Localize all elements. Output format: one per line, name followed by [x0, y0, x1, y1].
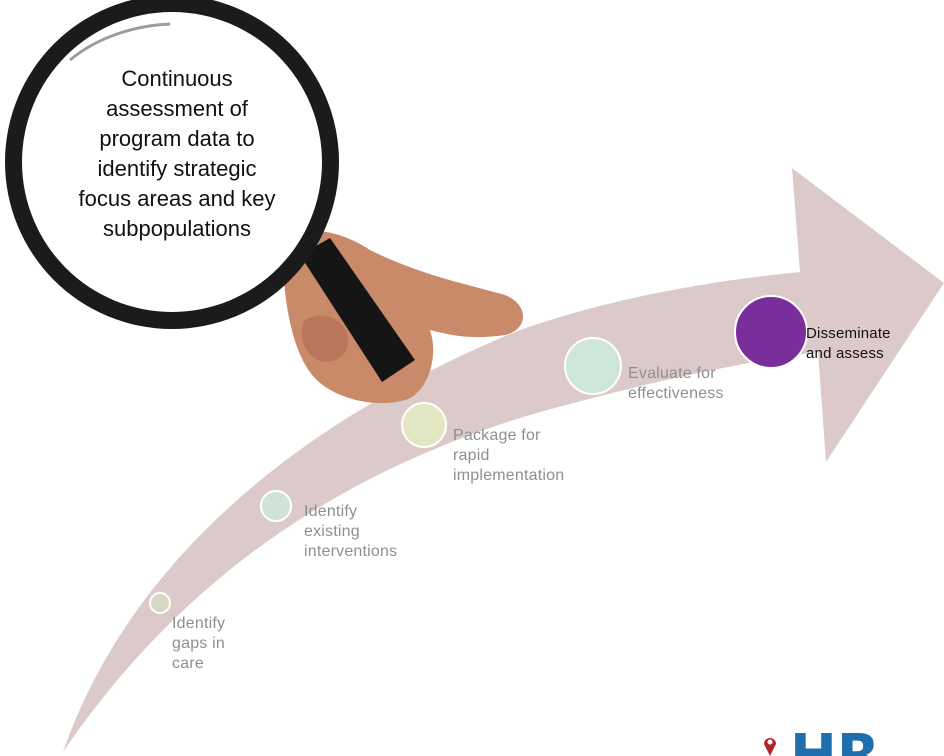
- step-circle-identify-interventions: [260, 490, 292, 522]
- step-circle-package: [401, 402, 447, 448]
- step-label-identify-gaps: Identify gaps in care: [172, 614, 225, 674]
- step-label-line: implementation: [453, 467, 565, 484]
- organization-logo: HR: [764, 723, 880, 756]
- step-circle-evaluate: [564, 337, 622, 395]
- map-pin-icon: [764, 738, 776, 756]
- caption-line: program data to: [99, 126, 255, 151]
- process-arrow: [63, 168, 944, 752]
- step-label-line: effectiveness: [628, 385, 724, 402]
- caption-line: identify strategic: [97, 156, 257, 181]
- step-label-line: care: [172, 655, 204, 672]
- caption-line: focus areas and key: [78, 186, 276, 211]
- logo-text: HR: [790, 723, 880, 756]
- magnifier-handle: [300, 238, 415, 382]
- magnifier-lens: [5, 0, 339, 329]
- step-label-line: Disseminate: [806, 325, 891, 342]
- hand-holding-magnifier-icon: [282, 231, 524, 404]
- step-label-line: existing: [304, 523, 360, 540]
- map-pin-hole: [767, 739, 773, 745]
- step-label-line: Identify: [304, 503, 358, 520]
- step-label-evaluate: Evaluate for effectiveness: [628, 364, 724, 404]
- caption-line: subpopulations: [102, 216, 251, 241]
- step-label-line: Evaluate for: [628, 365, 716, 382]
- step-label-line: Identify: [172, 615, 226, 632]
- step-label-disseminate: Disseminate and assess: [806, 324, 891, 364]
- step-label-line: interventions: [304, 543, 398, 560]
- step-label-line: rapid: [453, 447, 490, 464]
- step-label-identify-interventions: Identify existing interventions: [304, 502, 397, 562]
- caption-line: assessment of: [106, 96, 248, 121]
- lens-glare: [69, 22, 171, 62]
- magnifier-caption: Continuous assessment of program data to…: [52, 64, 302, 244]
- caption-line: Continuous: [121, 66, 233, 91]
- step-label-package: Package for rapid implementation: [453, 426, 564, 486]
- step-label-line: gaps in: [172, 635, 225, 652]
- lens-glass: [22, 12, 322, 312]
- step-circle-identify-gaps: [149, 592, 171, 614]
- finger-shape: [301, 315, 349, 362]
- step-label-line: Package for: [453, 427, 541, 444]
- step-label-line: and assess: [806, 345, 884, 362]
- step-circle-disseminate: [734, 295, 808, 369]
